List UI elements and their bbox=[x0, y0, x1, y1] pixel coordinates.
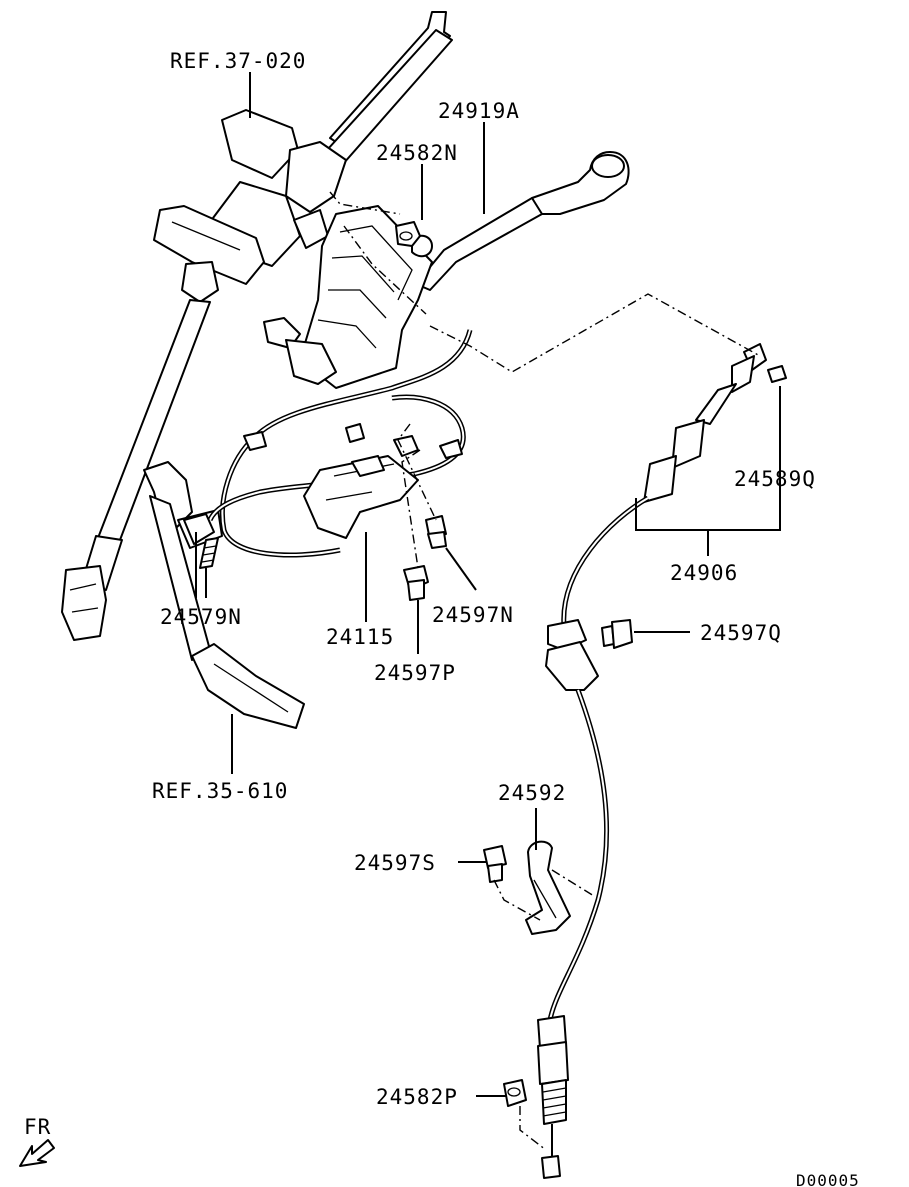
bolt-24597S bbox=[483, 845, 507, 883]
assembly-dash-lines bbox=[329, 191, 761, 1151]
label-24582N: 24582N bbox=[376, 141, 458, 165]
label-ref-35-610: REF.35-610 bbox=[152, 779, 288, 803]
label-24597N: 24597N bbox=[432, 603, 514, 627]
clip-24589Q bbox=[767, 365, 787, 383]
label-ref-37-020: REF.37-020 bbox=[170, 49, 306, 73]
bracket-24592 bbox=[525, 840, 571, 935]
label-24579N: 24579N bbox=[160, 605, 242, 629]
bolt-24597N bbox=[425, 515, 447, 549]
front-direction-arrow-icon bbox=[19, 1139, 55, 1167]
label-24592: 24592 bbox=[498, 781, 566, 805]
label-24589Q: 24589Q bbox=[734, 467, 816, 491]
diagram-code: D00005 bbox=[796, 1171, 860, 1187]
pedal-assembly bbox=[143, 461, 305, 729]
bolt-24597P bbox=[403, 565, 429, 601]
nut-24582P bbox=[503, 1079, 527, 1107]
leader-lines bbox=[195, 72, 781, 1097]
label-24919A: 24919A bbox=[438, 99, 520, 123]
steering-column bbox=[61, 11, 453, 641]
bolt-24579N bbox=[199, 537, 219, 569]
shift-lever bbox=[263, 151, 630, 389]
label-24597S: 24597S bbox=[354, 851, 436, 875]
label-24597Q: 24597Q bbox=[700, 621, 782, 645]
nut-24582N bbox=[395, 221, 421, 247]
shift-cable bbox=[537, 343, 767, 1179]
label-24115: 24115 bbox=[326, 625, 394, 649]
label-24597P: 24597P bbox=[374, 661, 456, 685]
bolt-24597Q bbox=[601, 619, 633, 649]
label-24906: 24906 bbox=[670, 561, 738, 585]
control-unit bbox=[183, 329, 473, 558]
label-fr: FR bbox=[24, 1115, 51, 1139]
label-24582P: 24582P bbox=[376, 1085, 458, 1109]
